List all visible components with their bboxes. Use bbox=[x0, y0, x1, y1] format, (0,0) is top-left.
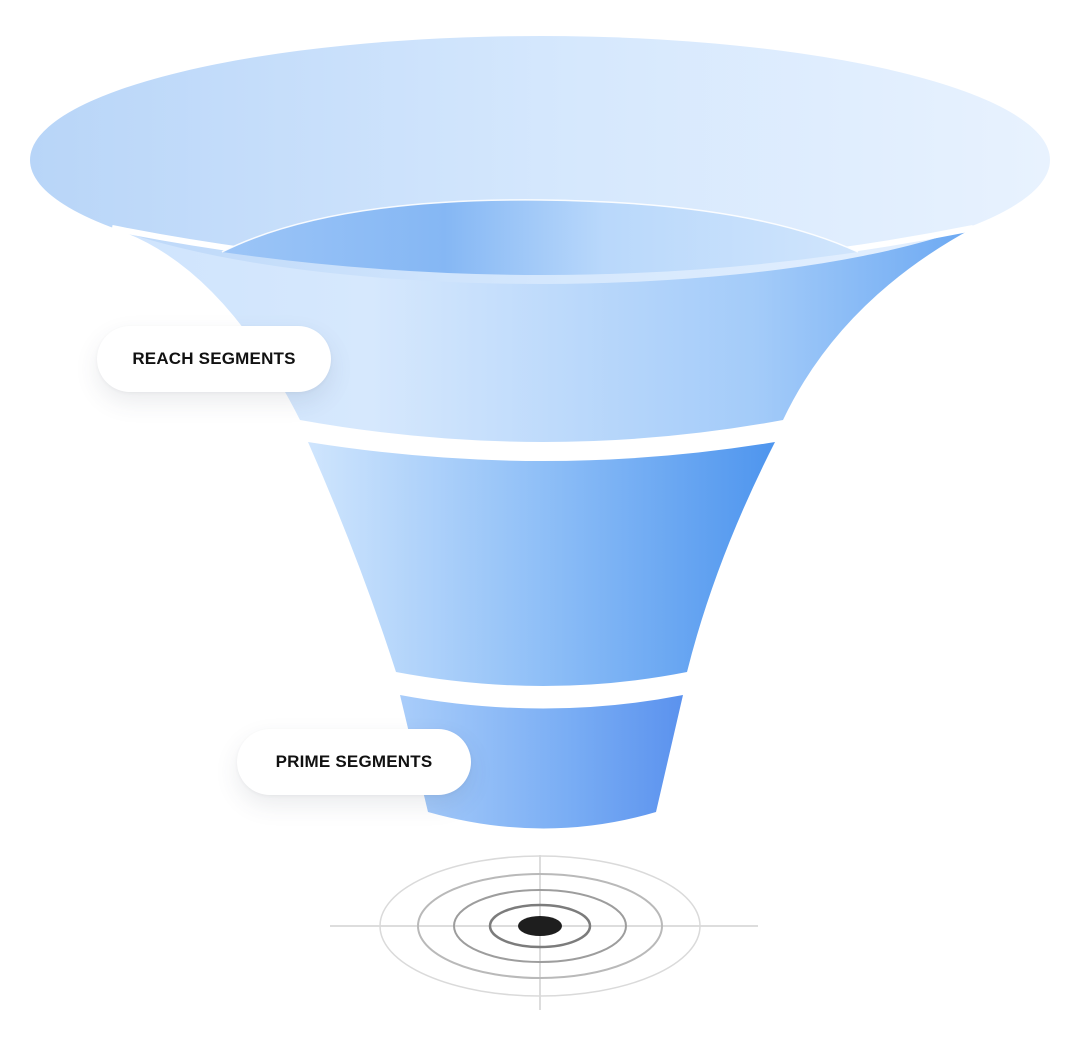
reach-segments-text: REACH SEGMENTS bbox=[132, 349, 296, 368]
funnel-opening bbox=[222, 199, 858, 275]
funnel-divider-lower bbox=[394, 670, 689, 697]
funnel-opening-edge bbox=[221, 199, 859, 253]
funnel-section-bottom bbox=[400, 695, 683, 829]
funnel-divider-upper bbox=[298, 418, 785, 451]
prime-segments-text: PRIME SEGMENTS bbox=[275, 752, 433, 771]
funnel-section-top bbox=[112, 228, 973, 442]
target-icon bbox=[330, 855, 758, 1010]
funnel-rim bbox=[30, 36, 1050, 284]
funnel-section-middle bbox=[308, 442, 775, 686]
prime-segments-label: PRIME SEGMENTS bbox=[237, 729, 471, 795]
reach-segments-label: REACH SEGMENTS bbox=[97, 326, 331, 392]
